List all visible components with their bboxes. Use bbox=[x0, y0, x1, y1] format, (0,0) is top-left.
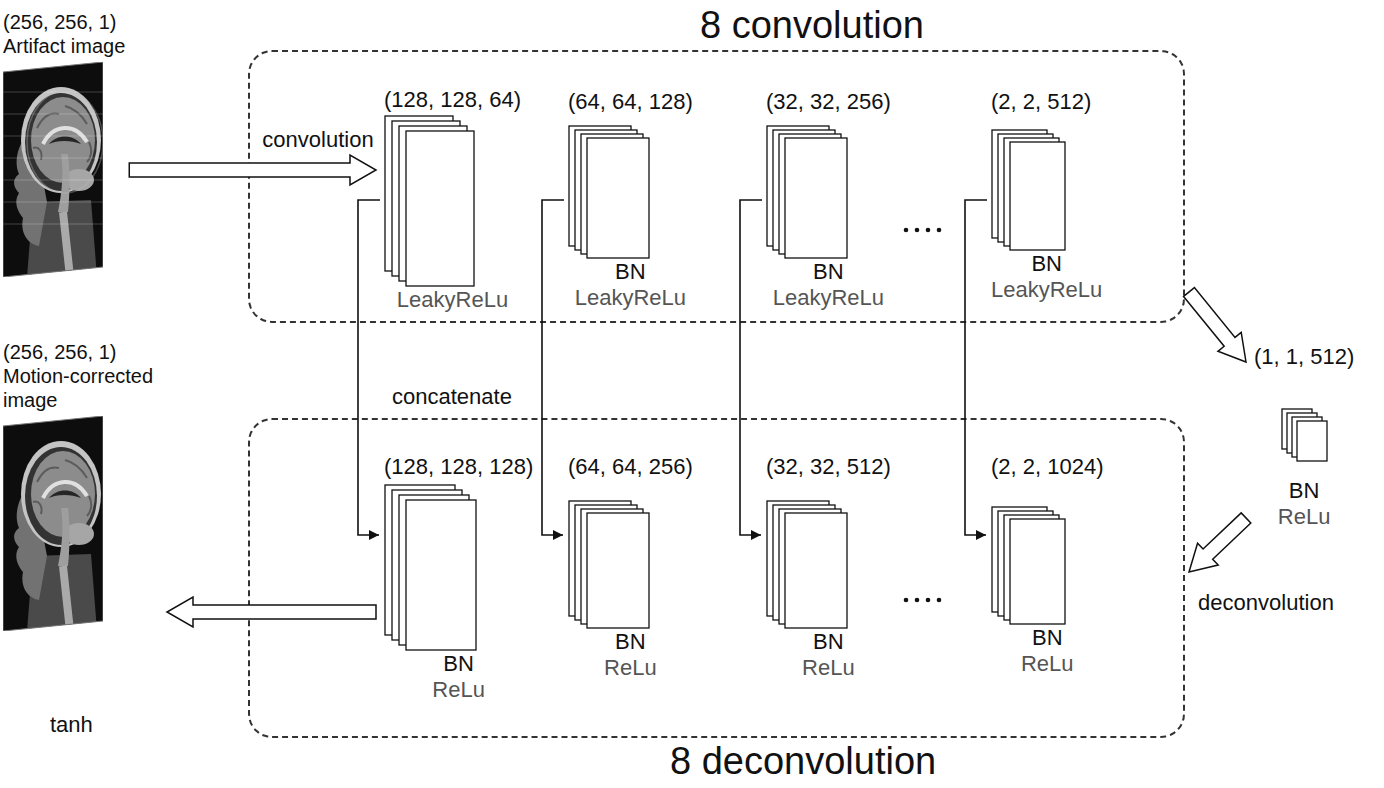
ellipsis-dot bbox=[904, 228, 909, 233]
feature-map-stack: (1, 1, 512) BNReLu bbox=[1250, 342, 1358, 532]
feature-map-layer bbox=[1010, 519, 1065, 624]
feature-map-shape bbox=[568, 125, 650, 259]
feature-map-shape bbox=[991, 129, 1066, 251]
ellipsis-dot bbox=[937, 598, 942, 603]
shape-label: (32, 32, 512) bbox=[766, 454, 891, 480]
feature-map-layer bbox=[1297, 421, 1327, 461]
shape-label: (1, 1, 512) bbox=[1254, 344, 1354, 370]
layer-group: 8 deconvolution(128, 128, 128)BNReLu(64,… bbox=[248, 418, 1185, 738]
connector-group bbox=[129, 155, 1251, 627]
activation-label: LeakyReLu bbox=[384, 287, 521, 313]
feature-map-layer bbox=[587, 513, 649, 628]
activation-label: LeakyReLu bbox=[766, 285, 891, 311]
feature-map-shape bbox=[991, 506, 1066, 625]
mri-slice bbox=[3, 416, 103, 631]
image-caption: Artifact image bbox=[3, 34, 125, 58]
norm-label: BN bbox=[991, 625, 1104, 651]
feature-map-stack: (128, 128, 64) LeakyReLu bbox=[380, 85, 525, 315]
block-arrow bbox=[129, 155, 376, 185]
mri-slice bbox=[3, 62, 103, 277]
ellipsis-dots bbox=[904, 228, 942, 603]
feature-map-shape bbox=[384, 115, 475, 287]
shape-label: (64, 64, 128) bbox=[568, 89, 693, 115]
edge-label: convolution bbox=[259, 127, 376, 153]
edge-label: deconvolution bbox=[1195, 590, 1337, 616]
mri-image: (256, 256, 1)Motion-corrected image bbox=[3, 338, 163, 633]
feature-map-layer bbox=[587, 138, 649, 258]
ellipsis-dot bbox=[915, 598, 920, 603]
group-title: 8 deconvolution bbox=[670, 740, 936, 782]
ellipsis-dot bbox=[904, 598, 909, 603]
annotation-label: tanh bbox=[50, 712, 93, 738]
shape-label: (128, 128, 128) bbox=[384, 454, 533, 480]
skip-connection bbox=[740, 200, 762, 535]
block-arrow bbox=[167, 597, 376, 627]
layer-group: 8 convolution(128, 128, 64)LeakyReLu(64,… bbox=[248, 50, 1185, 323]
activation-label: LeakyReLu bbox=[991, 277, 1102, 303]
block-arrow bbox=[1184, 288, 1246, 362]
feature-map-shape bbox=[1281, 408, 1328, 462]
feature-map-stack: (64, 64, 256) BNReLu bbox=[564, 452, 697, 683]
feature-map-shape bbox=[568, 500, 650, 629]
block-arrow bbox=[1189, 513, 1251, 572]
shape-label: (64, 64, 256) bbox=[568, 454, 693, 480]
feature-map-stack: (2, 2, 1024) BNReLu bbox=[987, 452, 1108, 679]
activation-label: ReLu bbox=[991, 651, 1104, 677]
shape-label: (2, 2, 1024) bbox=[991, 454, 1104, 480]
ellipsis-dot bbox=[926, 228, 931, 233]
activation-label: ReLu bbox=[1254, 504, 1354, 530]
feature-map-shape bbox=[766, 125, 848, 259]
feature-map-layer bbox=[1010, 142, 1065, 250]
activation-label: ReLu bbox=[766, 655, 891, 681]
mri-image: (256, 256, 1)Artifact image bbox=[3, 8, 125, 279]
feature-map-stack: (64, 64, 128) BNLeakyReLu bbox=[564, 87, 697, 313]
norm-label: BN bbox=[384, 651, 533, 677]
feature-map-shape bbox=[766, 500, 848, 629]
skip-connection bbox=[965, 200, 987, 535]
skip-connection bbox=[542, 200, 564, 535]
feature-map-layer bbox=[406, 500, 476, 650]
feature-map-shape bbox=[384, 484, 477, 651]
shape-label: (32, 32, 256) bbox=[766, 89, 891, 115]
shape-label: (256, 256, 1) bbox=[3, 10, 125, 34]
feature-map-layer bbox=[406, 131, 474, 286]
norm-label: BN bbox=[766, 629, 891, 655]
ellipsis-dot bbox=[937, 228, 942, 233]
skip-connection bbox=[358, 200, 380, 535]
activation-label: ReLu bbox=[568, 655, 693, 681]
ellipsis-dot bbox=[926, 598, 931, 603]
feature-map-stack: (2, 2, 512) BNLeakyReLu bbox=[987, 87, 1106, 305]
norm-label: BN bbox=[568, 629, 693, 655]
activation-label: LeakyReLu bbox=[568, 285, 693, 311]
feature-map-layer bbox=[785, 513, 847, 628]
shape-label: (256, 256, 1) bbox=[3, 340, 163, 364]
norm-label: BN bbox=[766, 259, 891, 285]
shape-label: (128, 128, 64) bbox=[384, 87, 521, 113]
ellipsis-dot bbox=[915, 228, 920, 233]
feature-map-layer bbox=[785, 138, 847, 258]
feature-map-stack: (32, 32, 512) BNReLu bbox=[762, 452, 895, 683]
feature-map-stack: (32, 32, 256) BNLeakyReLu bbox=[762, 87, 895, 313]
norm-label: BN bbox=[991, 251, 1102, 277]
norm-label: BN bbox=[1254, 478, 1354, 504]
mri-picture bbox=[3, 62, 103, 277]
norm-label: BN bbox=[568, 259, 693, 285]
shape-label: (2, 2, 512) bbox=[991, 89, 1102, 115]
mri-picture bbox=[3, 416, 103, 631]
group-title: 8 convolution bbox=[700, 4, 924, 46]
annotation-label: concatenate bbox=[392, 384, 512, 410]
activation-label: ReLu bbox=[384, 677, 533, 703]
image-caption: Motion-corrected image bbox=[3, 364, 163, 412]
feature-map-stack: (128, 128, 128) BNReLu bbox=[380, 452, 537, 705]
